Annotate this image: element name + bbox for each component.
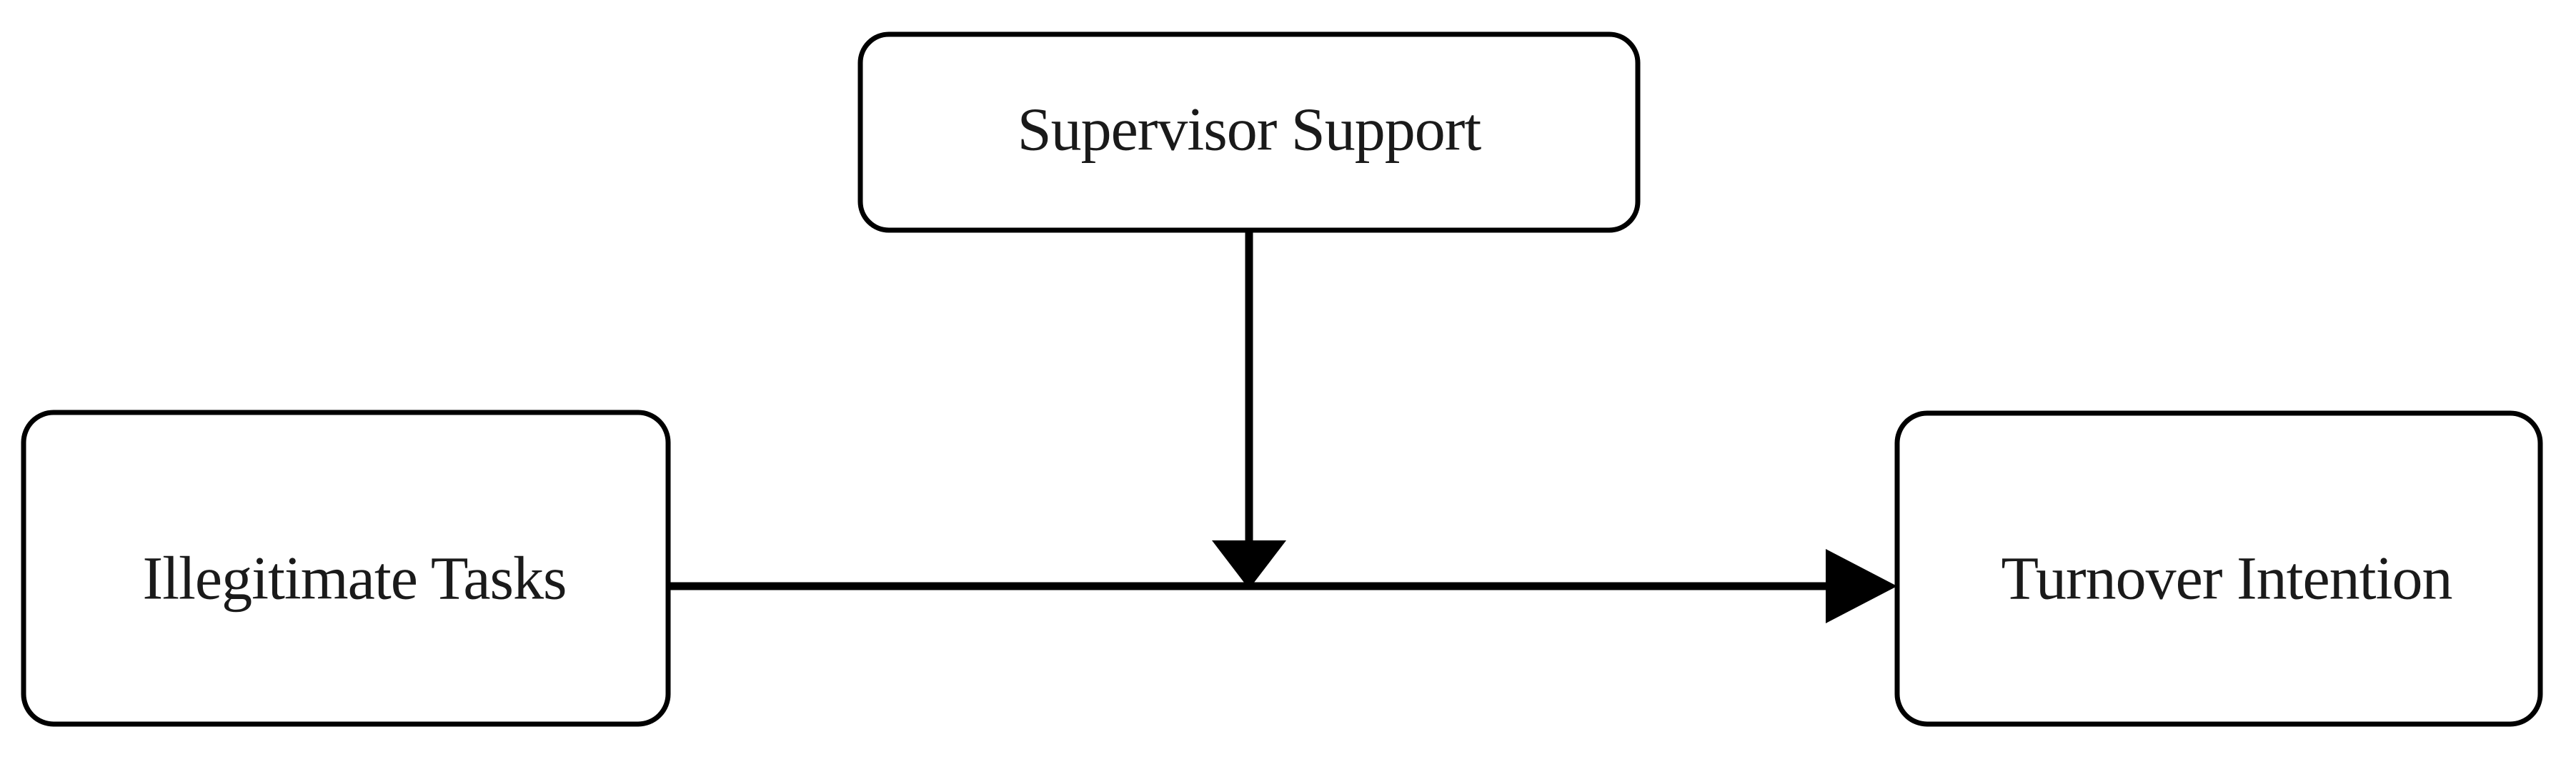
turnover-intention-box[interactable]	[1894, 410, 2543, 727]
turnover-intention-label: Turnover Intention	[2001, 544, 2452, 613]
supervisor-support-label: Supervisor Support	[1018, 95, 1482, 164]
connector-moderation	[1212, 230, 1286, 589]
connector-main-effect	[668, 549, 1897, 623]
node-turnover-intention[interactable]: Turnover Intention	[1894, 410, 2543, 727]
illegitimate-tasks-box[interactable]	[21, 410, 671, 727]
node-illegitimate-tasks[interactable]: Illegitimate Tasks	[21, 410, 671, 727]
node-supervisor-support[interactable]: Supervisor Support	[857, 31, 1641, 233]
supervisor-support-box[interactable]	[857, 31, 1641, 233]
arrowhead-right-icon	[1826, 549, 1897, 623]
arrowhead-down-icon	[1212, 540, 1286, 589]
illegitimate-tasks-label: Illegitimate Tasks	[143, 544, 567, 613]
